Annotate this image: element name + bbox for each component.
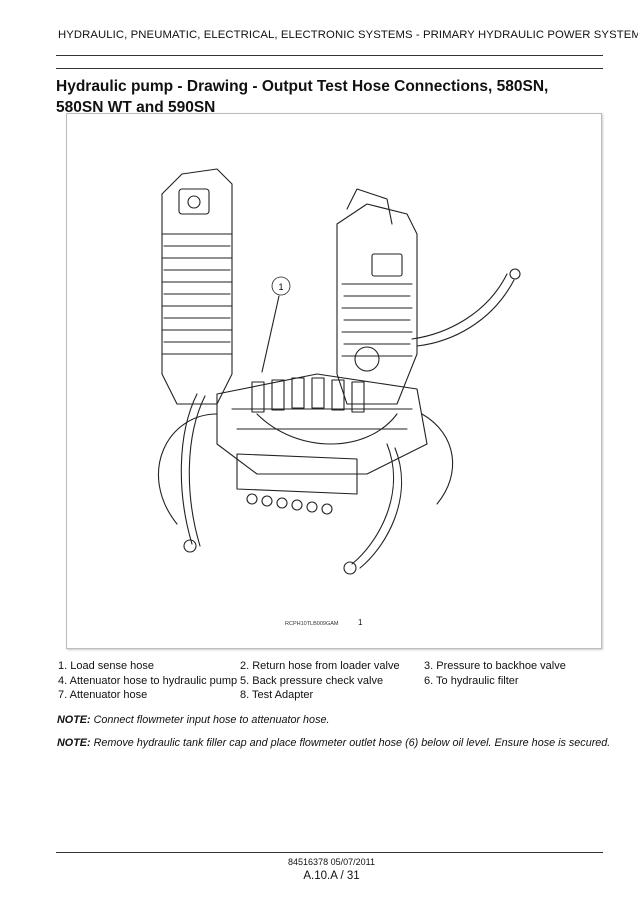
page-title: Hydraulic pump - Drawing - Output Test H… <box>56 76 606 118</box>
hose-right-up-2 <box>416 279 515 347</box>
left-bellows-folds <box>161 233 233 355</box>
page-number: A.10.A / 31 <box>303 870 360 882</box>
legend-item: 4. Attenuator hose to hydraulic pump <box>58 675 238 687</box>
note-label: NOTE: <box>57 714 91 726</box>
footer-rule <box>56 852 603 853</box>
fitting-left-end <box>183 539 197 553</box>
right-column-plate <box>371 253 403 277</box>
note-text: Remove hydraulic tank filler cap and pla… <box>90 737 611 749</box>
callout-label: 1 <box>278 282 283 292</box>
lower-valve-bank <box>236 453 358 495</box>
callout-bubble <box>271 276 291 296</box>
note-label: NOTE: <box>57 737 91 749</box>
legend-item: 7. Attenuator hose <box>58 689 148 701</box>
legend-item: 1. Load sense hose <box>58 660 155 672</box>
hose-lower-right <box>351 443 395 565</box>
hydraulic-assembly-drawing: 1 <box>158 168 521 575</box>
section-header: HYDRAULIC, PNEUMATIC, ELECTRICAL, ELECTR… <box>58 29 638 41</box>
callout-leader <box>261 295 280 373</box>
figure-frame: 1 RCPH10TLB009GAM 1 <box>66 113 602 649</box>
fitting-bottom-end <box>343 561 357 575</box>
figure-number: 1 <box>358 618 363 627</box>
valve-block <box>216 373 428 475</box>
lower-fittings <box>246 493 333 515</box>
hose-sweep-left <box>158 413 218 525</box>
left-bellows-column <box>161 168 233 405</box>
legend-item: 3. Pressure to backhoe valve <box>424 660 566 672</box>
figure-code: RCPH10TLB009GAM <box>285 621 339 627</box>
note-1: NOTE: Connect flowmeter input hose to at… <box>57 714 329 726</box>
check-valve <box>354 346 380 372</box>
legend-item: 5. Back pressure check valve <box>240 675 384 687</box>
title-rule <box>56 68 603 69</box>
hose-cross <box>256 413 398 445</box>
header-rule <box>56 55 603 56</box>
hose-left-down-2 <box>188 395 206 547</box>
left-column-plate <box>178 188 210 215</box>
hose-right-up <box>411 273 508 340</box>
legend-item: 2. Return hose from loader valve <box>240 660 400 672</box>
right-bellows-folds <box>341 283 413 357</box>
document-reference: 84516378 05/07/2011 <box>288 857 375 867</box>
hose-right-loop <box>421 413 454 505</box>
fitting-right-end <box>509 268 521 280</box>
hose-left-down <box>180 393 198 545</box>
note-text: Connect flowmeter input hose to attenuat… <box>90 714 330 726</box>
hose-lower-right-2 <box>359 447 403 569</box>
title-line-1: Hydraulic pump - Drawing - Output Test H… <box>56 78 549 95</box>
valve-spools <box>251 377 365 413</box>
right-column-lever <box>346 188 393 225</box>
note-2: NOTE: Remove hydraulic tank filler cap a… <box>57 737 610 749</box>
legend-item: 6. To hydraulic filter <box>424 675 519 687</box>
left-column-fitting <box>187 195 201 209</box>
right-bellows-column <box>336 203 418 405</box>
title-line-2: 580SN WT and 590SN <box>56 99 216 116</box>
legend-item: 8. Test Adapter <box>240 689 314 701</box>
